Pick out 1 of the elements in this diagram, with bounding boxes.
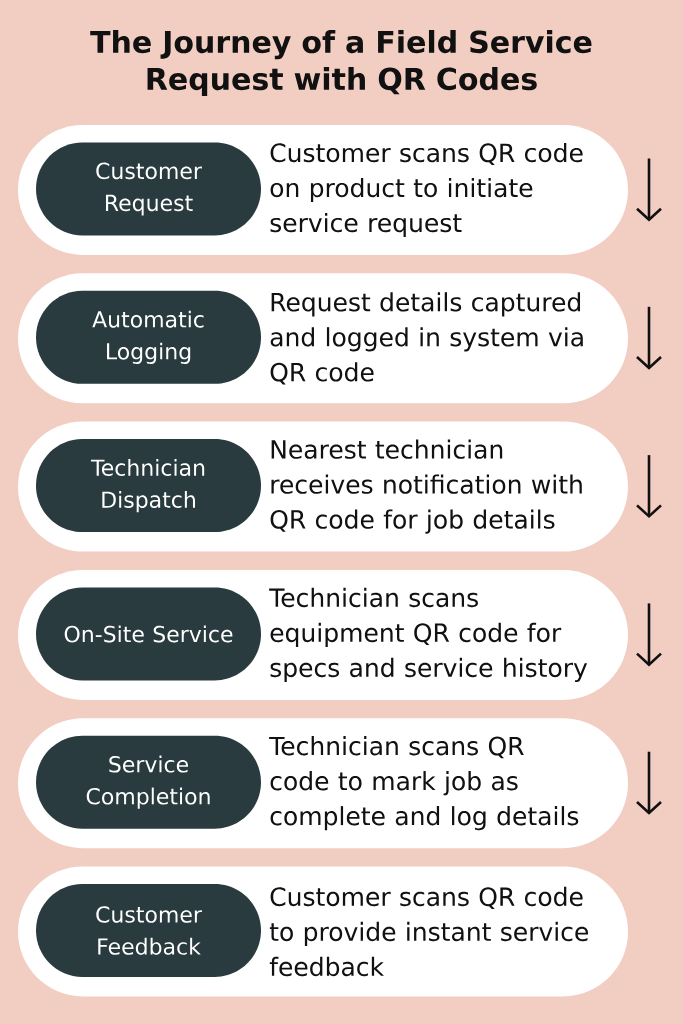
title: The Journey of a Field Service Request with QR Codes [90, 30, 592, 96]
